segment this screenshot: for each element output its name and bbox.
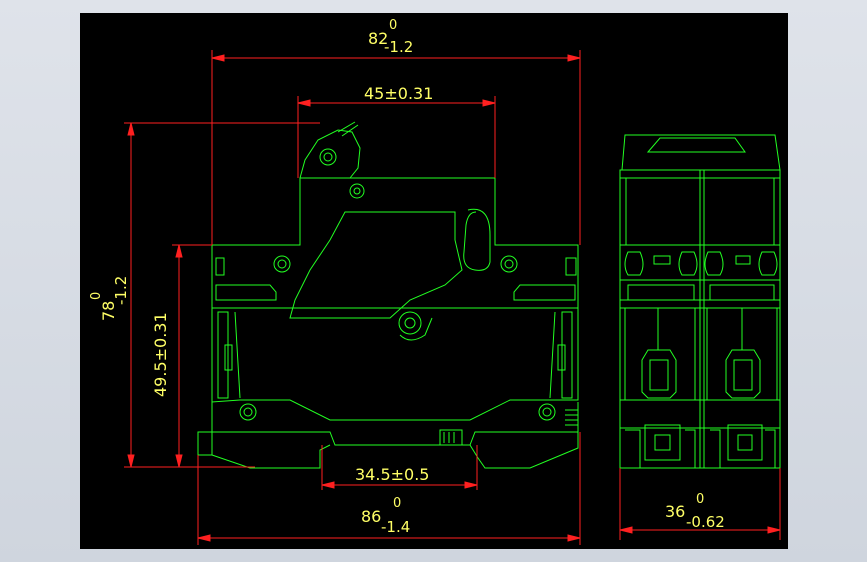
dim-45: 45±0.31 [364, 84, 433, 103]
dim-34-5: 34.5±0.5 [355, 465, 429, 484]
dim-36-lower: -0.62 [686, 513, 725, 531]
dimension-labels: 82 0 -1.2 45±0.31 34.5±0.5 86 0 -1.4 36 … [89, 18, 725, 536]
dim-78-upper: 0 [89, 292, 104, 300]
dim-36-nominal: 36 [665, 502, 685, 521]
dim-49-5: 49.5±0.31 [151, 312, 170, 397]
toggle-pivot [319, 148, 337, 166]
dim-86-nominal: 86 [361, 507, 381, 526]
side-terminal-right [725, 349, 761, 399]
din-clip-base [211, 402, 579, 446]
screw-top [349, 183, 365, 199]
dim-78-nominal: 78 [99, 301, 118, 321]
dim-36-upper: 0 [696, 492, 704, 507]
dim-82-nominal: 82 [368, 29, 388, 48]
front-lower-body [211, 308, 579, 421]
screw-left [273, 255, 291, 273]
drawing-canvas[interactable]: 82 0 -1.2 45±0.31 34.5±0.5 86 0 -1.4 36 … [80, 13, 788, 549]
front-body-outline [211, 177, 579, 309]
mechanism-cam-outline [289, 211, 463, 319]
screw-bottom-right [538, 403, 556, 421]
dimension-lines [124, 50, 781, 545]
toggle-handle [299, 129, 361, 179]
side-terminal-left [641, 349, 677, 399]
pivot-screw [398, 311, 422, 335]
dim-78-lower: -1.2 [112, 276, 130, 305]
screw-bottom-left [239, 403, 257, 421]
screw-right [500, 255, 518, 273]
dim-82-lower: -1.2 [384, 38, 413, 56]
dim-86-upper: 0 [393, 496, 401, 511]
side-view [619, 134, 781, 469]
dim-82-upper: 0 [389, 18, 397, 33]
front-view [197, 121, 579, 469]
cad-drawing: 82 0 -1.2 45±0.31 34.5±0.5 86 0 -1.4 36 … [89, 18, 781, 545]
dim-86-lower: -1.4 [381, 518, 410, 536]
